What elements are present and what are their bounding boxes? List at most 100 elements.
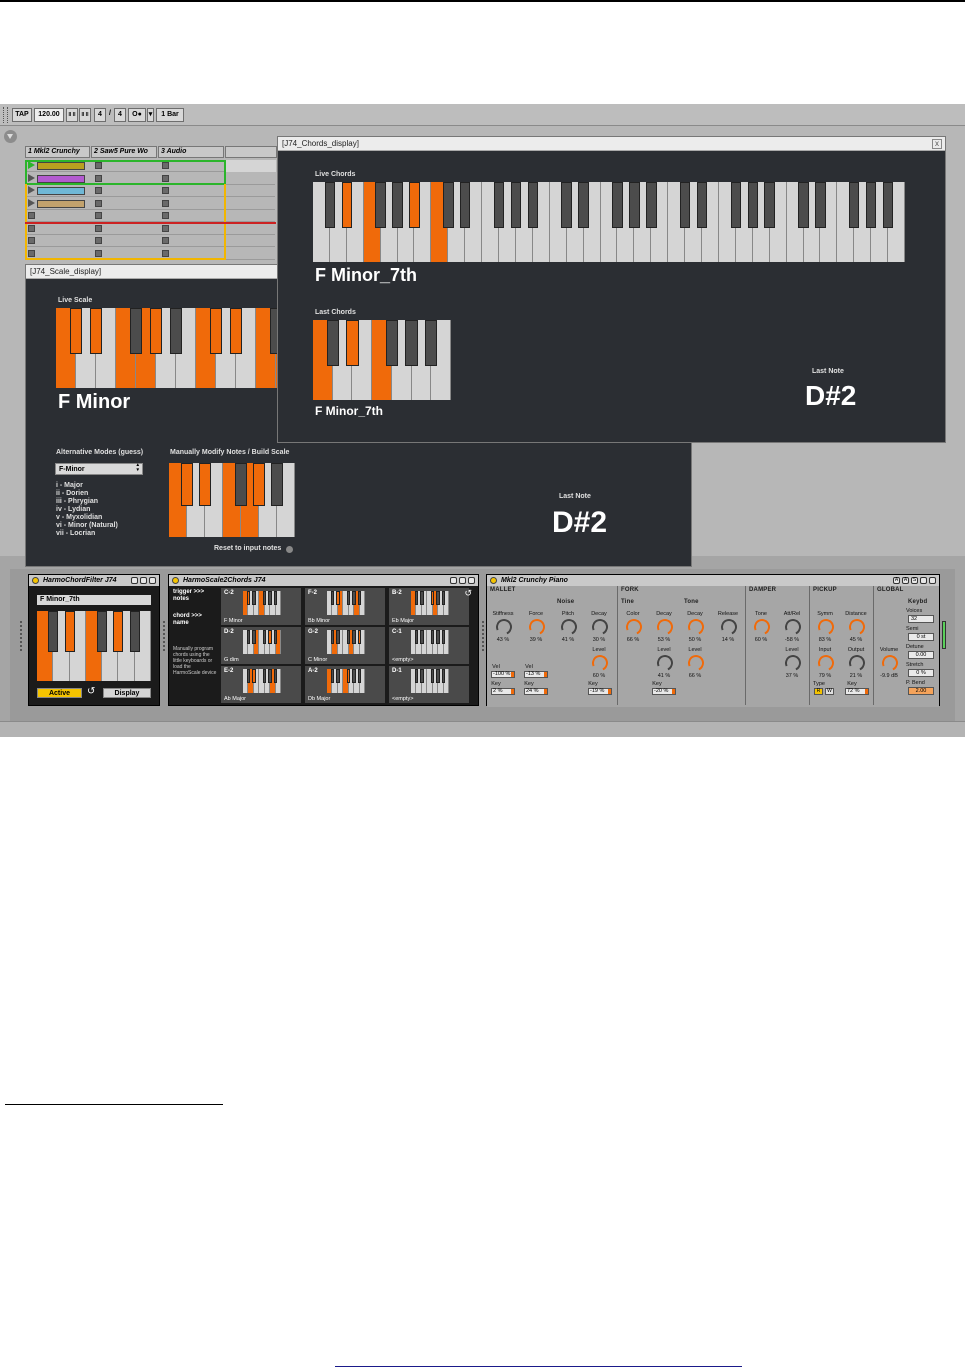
rack-grip[interactable] xyxy=(482,621,484,651)
key-field[interactable]: 2 % xyxy=(491,688,515,695)
chord-slot[interactable]: D-1<empty> xyxy=(389,666,469,703)
clip-slot-stop-icon[interactable] xyxy=(162,237,169,244)
fold-icon[interactable] xyxy=(920,577,927,584)
chords-window-title[interactable]: [J74_Chords_display] xyxy=(278,137,945,151)
output-knob[interactable] xyxy=(846,652,868,674)
clip-slot-stop-icon[interactable] xyxy=(162,199,169,207)
input-knob[interactable] xyxy=(815,652,837,674)
save-icon[interactable] xyxy=(131,577,138,584)
clip-slot-stop-icon[interactable] xyxy=(28,212,35,219)
clip-play-icon[interactable] xyxy=(28,186,35,194)
decay-knob[interactable] xyxy=(685,616,707,638)
level-knob[interactable] xyxy=(654,652,676,674)
hotswap-icon[interactable] xyxy=(468,577,475,584)
rack-grip[interactable] xyxy=(20,621,22,651)
device-title[interactable]: Mkl2 Crunchy Piano xyxy=(487,575,939,586)
slot-keyboard[interactable] xyxy=(411,630,449,654)
stretch-field[interactable]: 0 % xyxy=(908,669,934,677)
slot-keyboard[interactable] xyxy=(411,591,449,615)
decay-knob[interactable] xyxy=(654,616,676,638)
quantize-menu[interactable]: 1 Bar xyxy=(156,108,184,122)
a-button[interactable]: A xyxy=(902,577,909,584)
reset-button[interactable] xyxy=(286,546,293,553)
grip-handle[interactable] xyxy=(3,107,8,123)
device-power-icon[interactable] xyxy=(172,577,179,584)
track-header-1[interactable]: 1 Mkl2 Crunchy xyxy=(25,146,90,158)
device-title[interactable]: HarmoChordFilter J74 xyxy=(29,575,159,586)
clip-slot-stop-icon[interactable] xyxy=(95,187,102,194)
metronome-button[interactable]: O● xyxy=(128,108,146,122)
hotswap-icon[interactable] xyxy=(149,577,156,584)
clip-slot-stop-icon[interactable] xyxy=(95,199,102,207)
collapse-icon[interactable] xyxy=(4,130,17,143)
chord-slot[interactable]: C-1<empty> xyxy=(389,627,469,664)
slot-keyboard[interactable] xyxy=(243,591,281,615)
a-button[interactable]: A xyxy=(893,577,900,584)
clip-slot-stop-icon[interactable] xyxy=(162,212,169,219)
slot-keyboard[interactable] xyxy=(327,669,365,693)
key-field[interactable]: -20 % xyxy=(652,688,676,695)
clip[interactable] xyxy=(37,199,85,208)
release-knob[interactable] xyxy=(718,616,740,638)
clip-slot-stop-icon[interactable] xyxy=(95,174,102,182)
s-button[interactable]: S xyxy=(911,577,918,584)
clip[interactable] xyxy=(37,187,85,195)
clip-slot-stop-icon[interactable] xyxy=(28,249,35,257)
clip-slot-stop-icon[interactable] xyxy=(28,237,35,244)
fold-icon[interactable] xyxy=(140,577,147,584)
chords-display-window[interactable]: [J74_Chords_display] x Live Chords F Min… xyxy=(277,136,946,443)
decay-knob[interactable] xyxy=(589,616,611,638)
color-knob[interactable] xyxy=(623,616,645,638)
clip-slot-stop-icon[interactable] xyxy=(95,162,102,169)
key-field[interactable]: -19 % xyxy=(588,688,612,695)
detune-field[interactable]: 0.00 xyxy=(908,651,934,659)
key-field[interactable]: 72 % xyxy=(845,688,869,695)
signature-denominator[interactable]: 4 xyxy=(114,108,126,122)
type-w-button[interactable]: W xyxy=(825,688,834,695)
device-power-icon[interactable] xyxy=(490,577,497,584)
nudge-down-button[interactable]: II II xyxy=(66,108,78,122)
semi-field[interactable]: 0 st xyxy=(908,633,934,641)
slot-keyboard[interactable] xyxy=(243,669,281,693)
clip-slot-stop-icon[interactable] xyxy=(162,224,169,232)
clip-play-icon[interactable] xyxy=(28,173,35,182)
clip-slot-stop-icon[interactable] xyxy=(162,187,169,194)
attrel-knob[interactable] xyxy=(782,616,804,638)
clip-slot-stop-icon[interactable] xyxy=(95,224,102,232)
filter-keyboard[interactable] xyxy=(37,611,151,681)
mode-dropdown[interactable]: F-Minor xyxy=(55,463,143,475)
rack-grip[interactable] xyxy=(163,621,165,651)
slot-keyboard[interactable] xyxy=(411,669,449,693)
track-header-3[interactable]: 3 Audio xyxy=(158,146,224,158)
save-icon[interactable] xyxy=(450,577,457,584)
active-button[interactable]: Active xyxy=(37,688,82,698)
clip-slot-stop-icon[interactable] xyxy=(162,249,169,257)
key-field[interactable]: 24 % xyxy=(524,688,548,695)
clip-slot-stop-icon[interactable] xyxy=(162,174,169,182)
metronome-menu-icon[interactable]: ▾ xyxy=(147,108,154,122)
volume-knob[interactable] xyxy=(879,652,901,674)
slot-keyboard[interactable] xyxy=(243,630,281,654)
display-button[interactable]: Display xyxy=(103,688,151,698)
refresh-icon[interactable]: ↺ xyxy=(464,588,472,598)
distance-knob[interactable] xyxy=(846,616,868,638)
force-knob[interactable] xyxy=(526,616,548,638)
vel-field[interactable]: -100 % xyxy=(491,671,515,678)
track-header-2[interactable]: 2 Saw5 Pure Wo xyxy=(91,146,157,158)
hotswap-icon[interactable] xyxy=(929,577,936,584)
level-knob[interactable] xyxy=(782,652,804,674)
stiffness-knob[interactable] xyxy=(493,616,515,638)
close-icon[interactable]: x xyxy=(932,139,942,149)
clip-slot-stop-icon[interactable] xyxy=(162,162,169,169)
tone-knob[interactable] xyxy=(751,616,773,638)
vel-field[interactable]: -13 % xyxy=(524,671,548,678)
clip-slot-stop-icon[interactable] xyxy=(95,212,102,219)
voices-select[interactable]: 32 xyxy=(908,615,934,623)
type-r-button[interactable]: R xyxy=(814,688,823,695)
